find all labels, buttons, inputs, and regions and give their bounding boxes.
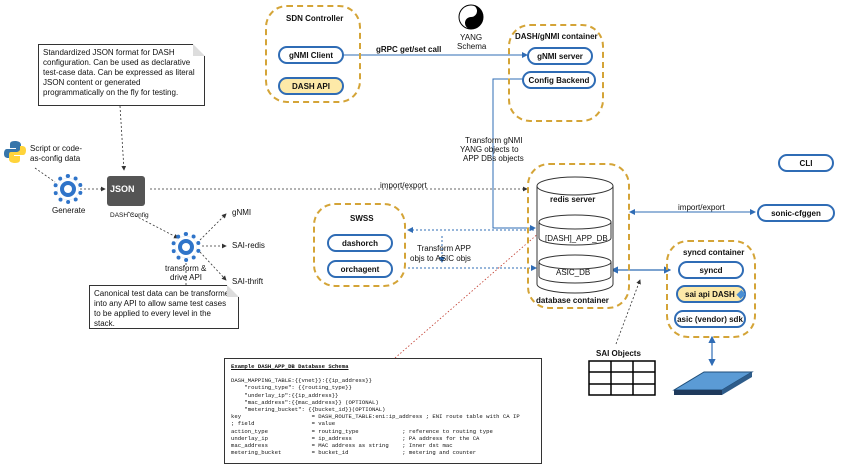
cli-pill[interactable]: CLI [778, 154, 834, 172]
dash-gnmi-title: DASH/gNMI container [515, 32, 598, 41]
asic-db-label: ASIC_DB [556, 268, 591, 277]
yang-label-2: Schema [457, 42, 487, 51]
sonic-cfggen-pill[interactable]: sonic-cfggen [757, 204, 835, 222]
gnmi-client-pill[interactable]: gNMI Client [278, 46, 344, 64]
json-file-icon [107, 176, 145, 206]
transform-drive-2: drive API [170, 273, 203, 282]
schema-line: "mac_address":{{mac_address}} (OPTIONAL) [231, 398, 379, 406]
sai-api-dash-label: sai api DASH [685, 289, 735, 299]
dash-config-label: DASH Config [110, 212, 149, 219]
schema-line: "routing_type": {{routing_type}} [231, 384, 352, 392]
transform-app-2: objs to ASIC objs [410, 254, 471, 263]
dashorch-pill[interactable]: dashorch [327, 234, 393, 252]
cube-icon [736, 289, 746, 299]
config-backend-arrow [492, 78, 536, 231]
script-label-1: Script or code- [30, 144, 83, 153]
generate-gear-icon [53, 174, 83, 204]
transform-gear-icon [171, 232, 201, 262]
schema-line: mac_address = MAC address as string ; In… [231, 442, 453, 450]
redis-server-label: redis server [550, 195, 596, 204]
json-icon-text: JSON [110, 184, 135, 194]
asic-sdk-pill[interactable]: asic (vendor) sdk [674, 310, 746, 328]
schema-line: "underlay_ip":{{ip_address}} [231, 391, 339, 399]
json-note: Standardized JSON format for DASH config… [38, 44, 205, 106]
swss-container [313, 203, 406, 287]
sai-objects-table-icon [588, 360, 656, 396]
transform-drive-1: transform & [165, 264, 207, 273]
database-container-label: database container [536, 296, 609, 305]
canonical-note: Canonical test data can be transformed i… [89, 285, 239, 329]
database-container [527, 163, 630, 309]
schema-line: DASH_MAPPING_TABLE:{{vnet}}:{{ip_address… [231, 377, 372, 385]
transform-gnmi-1: Transform gNMI [465, 136, 523, 145]
schema-example-box: Example DASH_APP_DB Database Schema DASH… [224, 358, 542, 464]
schema-line: action_type = routing_type ; reference t… [231, 427, 493, 435]
swss-title: SWSS [350, 214, 374, 223]
transform-gnmi-2: YANG objects to [460, 145, 519, 154]
dash-gnmi-container [508, 24, 604, 122]
api-gnmi: gNMI [232, 208, 252, 217]
orchagent-pill[interactable]: orchagent [327, 260, 393, 278]
schema-title: Example DASH_APP_DB Database Schema [231, 363, 349, 370]
dash-api-pill[interactable]: DASH API [278, 77, 344, 95]
schema-line: metering_bucket = bucket_id ; metering a… [231, 449, 477, 457]
transform-app-1: Transform APP [417, 244, 471, 253]
schema-line: key = DASH_ROUTE_TABLE:eni:ip_address ; … [231, 413, 520, 421]
import-export-top-label: import/export [380, 181, 427, 190]
yin-yang-icon [458, 4, 484, 30]
python-icon [4, 141, 26, 163]
asic-hardware-icon [672, 371, 754, 395]
sai-api-dash-pill[interactable]: sai api DASH [676, 285, 746, 303]
syncd-title: syncd container [683, 248, 745, 257]
transform-gnmi-3: APP DBs objects [463, 154, 524, 163]
grpc-label: gRPC get/set call [376, 45, 442, 54]
gnmi-server-pill[interactable]: gNMI server [527, 47, 593, 65]
schema-line: ; field = value [231, 420, 336, 428]
syncd-pill[interactable]: syncd [678, 261, 744, 279]
generate-label: Generate [52, 206, 86, 215]
schema-line: underlay_ip = ip_address ; PA address fo… [231, 434, 480, 442]
api-sai-thrift: SAI-thrift [232, 277, 264, 286]
sai-objects-title: SAI Objects [596, 349, 641, 358]
import-export-right-label: import/export [678, 203, 725, 212]
sdn-controller-title: SDN Controller [286, 14, 344, 23]
api-sai-redis: SAI-redis [232, 241, 265, 250]
script-label-2: as-config data [30, 154, 81, 163]
config-backend-pill[interactable]: Config Backend [522, 71, 596, 89]
yang-label-1: YANG [460, 33, 483, 42]
schema-line: "metering_bucket": {{bucket_id}}(OPTIONA… [231, 406, 386, 414]
syncd-container [666, 240, 756, 338]
redis-cylinder [536, 176, 614, 294]
app-db-label: [DASH]_APP_DB [545, 234, 608, 243]
sdn-controller-container [265, 5, 361, 103]
